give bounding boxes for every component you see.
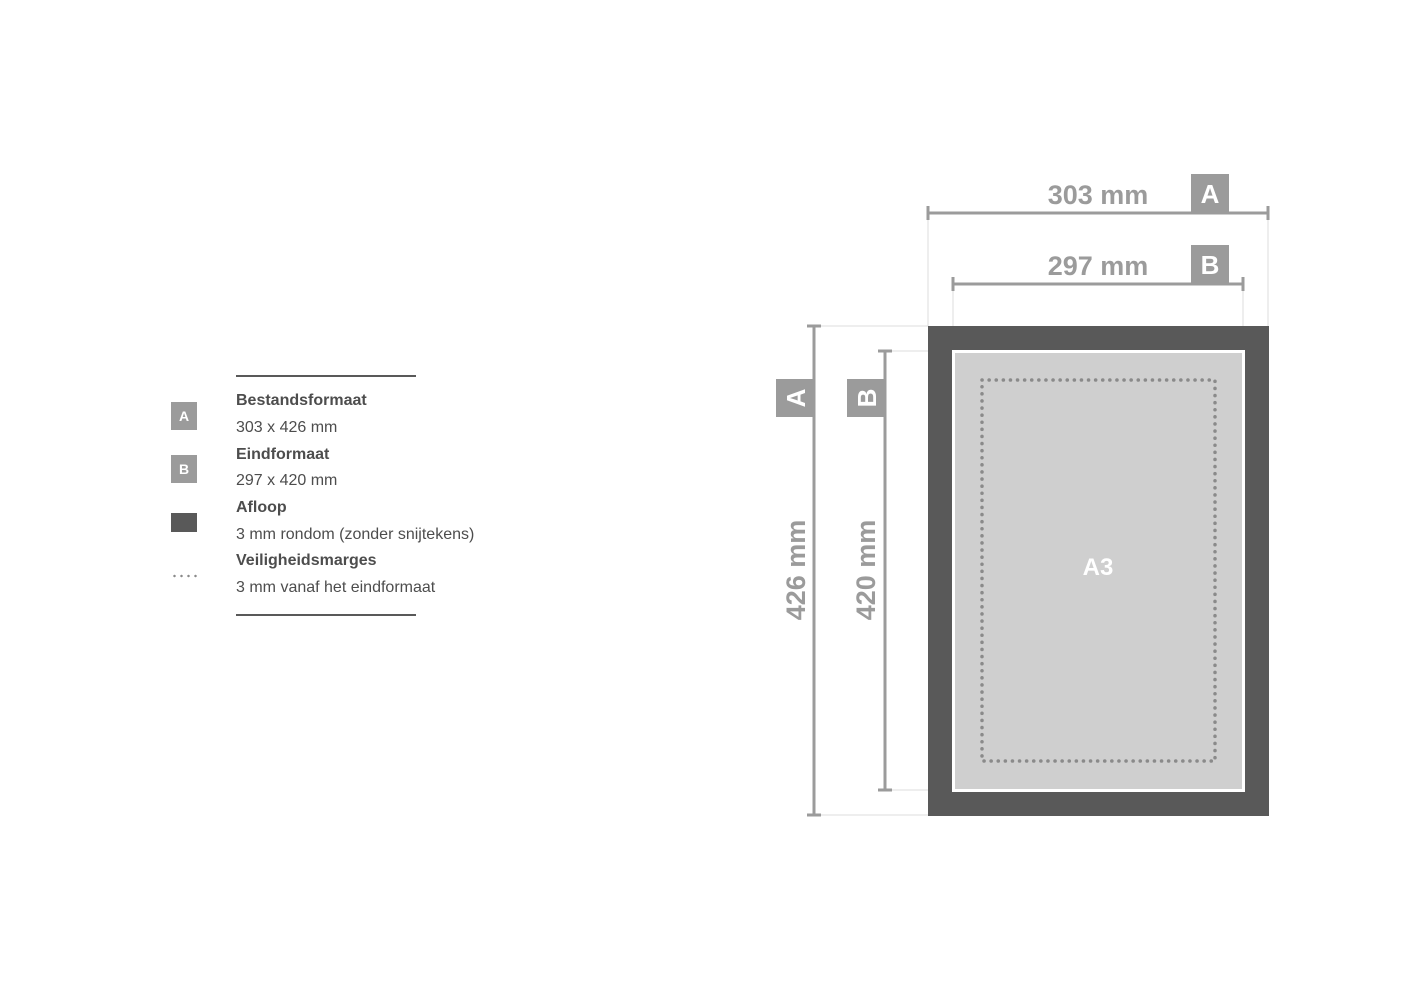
width-a-badge bbox=[1191, 174, 1229, 212]
safety-margin-outline bbox=[980, 378, 1217, 763]
height-a-badge-letter: A bbox=[781, 388, 811, 407]
height-a-label: 426 mm bbox=[781, 520, 811, 621]
legend-desc-eindformaat: 297 x 420 mm bbox=[236, 472, 338, 489]
final-format-page bbox=[955, 353, 1242, 789]
width-a-label: 303 mm bbox=[1048, 180, 1149, 210]
width-b-dimension-line bbox=[951, 277, 1245, 291]
legend-desc-afloop: 3 mm rondom (zonder snijtekens) bbox=[236, 526, 475, 543]
legend-bottom-rule bbox=[236, 614, 416, 616]
legend-top-rule bbox=[236, 375, 416, 377]
height-a-badge bbox=[776, 379, 814, 417]
bleed-swatch-icon bbox=[171, 513, 197, 532]
legend-badge-b: B bbox=[171, 455, 197, 483]
legend-desc-bestandsformaat: 303 x 426 mm bbox=[236, 419, 338, 436]
format-label: A3 bbox=[1083, 554, 1114, 581]
width-b-badge bbox=[1191, 245, 1229, 283]
legend-title-eindformaat: Eindformaat bbox=[236, 446, 330, 463]
width-a-badge-letter: A bbox=[1201, 179, 1220, 209]
legend: A Bestandsformaat 303 x 426 mm B Eindfor… bbox=[0, 0, 700, 992]
width-a-dimension-line bbox=[926, 206, 1270, 220]
width-b-label: 297 mm bbox=[1048, 251, 1149, 281]
legend-title-veiligheidsmarges: Veiligheidsmarges bbox=[236, 552, 377, 569]
legend-title-afloop: Afloop bbox=[236, 499, 287, 516]
legend-desc-veiligheidsmarges: 3 mm vanaf het eindformaat bbox=[236, 579, 436, 596]
height-b-badge-letter: B bbox=[852, 389, 882, 408]
width-b-badge-letter: B bbox=[1201, 250, 1220, 280]
dotted-line-icon bbox=[171, 574, 201, 578]
legend-badge-a: A bbox=[171, 402, 197, 430]
legend-title-bestandsformaat: Bestandsformaat bbox=[236, 392, 367, 409]
height-b-badge bbox=[847, 379, 885, 417]
height-b-dimension-line bbox=[878, 349, 892, 792]
extension-lines bbox=[816, 215, 1269, 816]
height-b-label: 420 mm bbox=[851, 520, 881, 621]
